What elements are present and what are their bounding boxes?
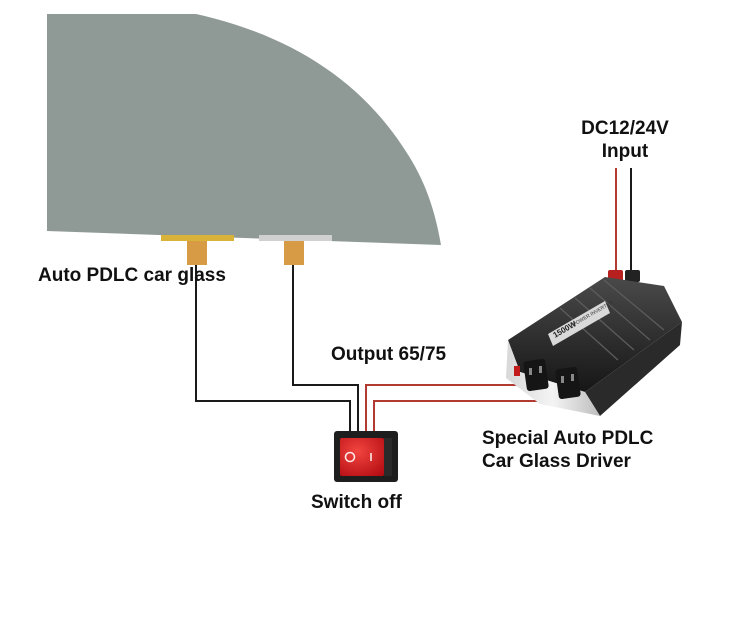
driver-label: Special Auto PDLC Car Glass Driver: [482, 427, 653, 473]
output-label: Output 65/75: [331, 344, 447, 365]
glass-terminal-left: [187, 241, 207, 265]
input-label-line2: Input: [601, 141, 649, 162]
input-label-line1: DC12/24V: [581, 118, 669, 139]
glass-wire-right: [292, 265, 359, 433]
rocker-switch-icon: [334, 431, 398, 482]
switch-label: Switch off: [311, 492, 402, 513]
glass-connector-left: [161, 235, 234, 241]
glass-label: Auto PDLC car glass: [38, 265, 226, 286]
glass-wire-left: [195, 265, 351, 433]
input-label: DC12/24V Input: [560, 117, 690, 163]
output-wire-lower: [373, 400, 548, 433]
pdlc-glass-panel: [47, 14, 441, 245]
power-inverter-icon: 1500W POWER INVERTER: [506, 270, 682, 416]
output-wire-upper: [365, 384, 540, 433]
glass-connector-right: [259, 235, 332, 241]
glass-terminal-right: [284, 241, 304, 265]
driver-label-line2: Car Glass Driver: [482, 451, 631, 472]
driver-label-line1: Special Auto PDLC: [482, 428, 654, 449]
